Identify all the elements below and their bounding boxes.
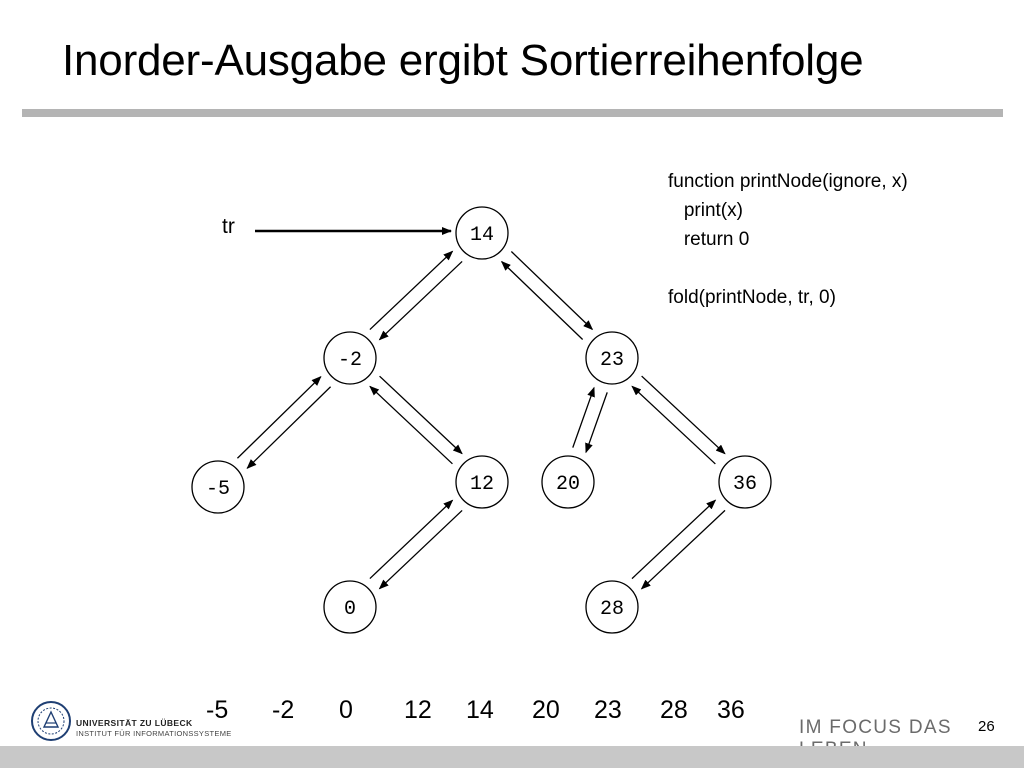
traversal-up-arrow <box>369 499 454 580</box>
tree-node: 28 <box>585 580 639 634</box>
traversal-down-arrow <box>246 386 332 469</box>
tr-pointer-label: tr <box>222 215 235 238</box>
tree-node-circle <box>585 580 639 634</box>
traversal-up-arrow <box>572 386 595 448</box>
output-value: -2 <box>272 696 295 724</box>
code-blank-line <box>668 254 908 283</box>
traversal-down-arrow <box>640 509 726 590</box>
traversal-down-arrow <box>510 251 594 331</box>
tree-node-circle <box>585 331 639 385</box>
traversal-down-arrow <box>379 375 463 455</box>
tree-node-label: -2 <box>338 349 362 372</box>
tree-node-label: 0 <box>344 598 356 621</box>
tree-node-label: -5 <box>206 478 230 501</box>
tree-node: -2 <box>323 331 377 385</box>
tree-node-label: 28 <box>600 598 624 621</box>
university-seal-icon <box>31 701 71 741</box>
title-divider <box>22 109 1003 117</box>
code-block: function printNode(ignore, x) print(x) r… <box>668 167 908 312</box>
university-logo <box>30 700 240 742</box>
inorder-output-sequence: -5 -2 0 12 14 20 23 28 36 <box>0 696 1024 730</box>
tree-node-label: 36 <box>733 473 757 496</box>
output-value: 23 <box>594 696 622 724</box>
tree-node: 20 <box>541 455 595 509</box>
traversal-up-arrow <box>369 385 453 465</box>
tree-node: 36 <box>718 455 772 509</box>
traversal-down-arrow <box>585 392 608 454</box>
tree-node: -5 <box>191 460 245 514</box>
university-name: UNIVERSITÄT ZU LÜBECK <box>76 718 193 728</box>
output-value: 28 <box>660 696 688 724</box>
tree-node: 14 <box>455 206 509 260</box>
institute-name: INSTITUT FÜR INFORMATIONSSYSTEME <box>76 729 232 738</box>
traversal-up-arrow <box>369 250 454 331</box>
code-line: return 0 <box>668 229 750 250</box>
traversal-down-arrow <box>378 509 463 590</box>
traversal-up-arrow <box>236 376 322 459</box>
tree-node-circle <box>541 455 595 509</box>
tree-node-label: 14 <box>470 224 494 247</box>
output-value: 36 <box>717 696 745 724</box>
tree-node-circle <box>718 455 772 509</box>
code-line: fold(printNode, tr, 0) <box>668 287 836 308</box>
tree-node: 0 <box>323 580 377 634</box>
tree-node: 23 <box>585 331 639 385</box>
output-value: 14 <box>466 696 494 724</box>
tree-node-label: 20 <box>556 473 580 496</box>
tree-node-circle <box>455 206 509 260</box>
footer-bar <box>0 746 1024 768</box>
traversal-down-arrow <box>641 375 726 455</box>
tree-node-label: 12 <box>470 473 494 496</box>
traversal-up-arrow <box>631 499 717 580</box>
code-line: print(x) <box>668 200 743 221</box>
output-value: 0 <box>339 696 353 724</box>
tree-node-circle <box>323 580 377 634</box>
traversal-down-arrow <box>378 260 463 341</box>
output-value: -5 <box>206 696 229 724</box>
tree-node-circle <box>455 455 509 509</box>
slide-title: Inorder-Ausgabe ergibt Sortierreihenfolg… <box>62 36 864 85</box>
output-value: 20 <box>532 696 560 724</box>
output-value: 12 <box>404 696 432 724</box>
tree-node-circle <box>323 331 377 385</box>
tree-node-circle <box>191 460 245 514</box>
traversal-up-arrow <box>631 385 716 465</box>
code-line: function printNode(ignore, x) <box>668 171 908 192</box>
tree-node-label: 23 <box>600 349 624 372</box>
traversal-up-arrow <box>500 260 584 340</box>
page-number: 26 <box>978 718 995 735</box>
tree-node: 12 <box>455 455 509 509</box>
